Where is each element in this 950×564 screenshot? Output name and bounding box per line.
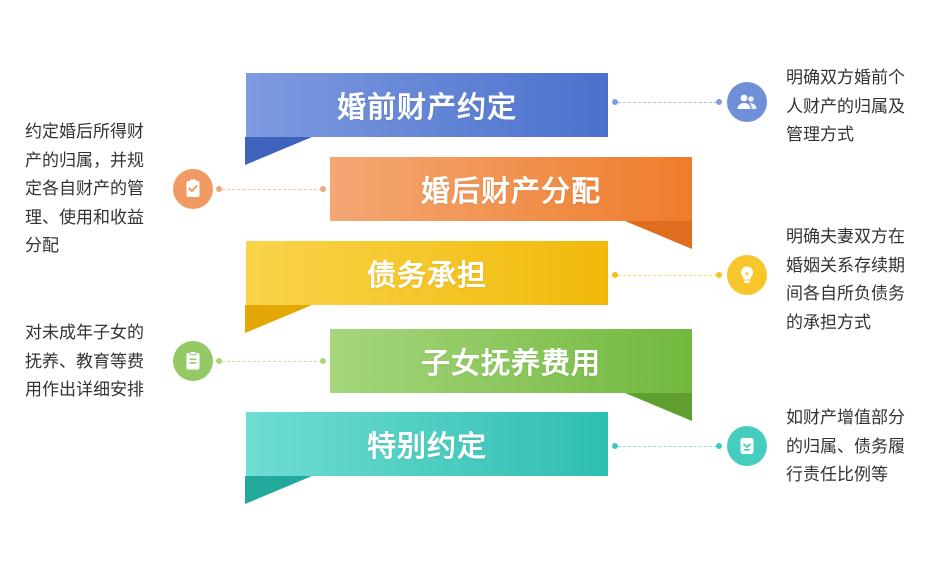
description-line: 的归属、债务履: [786, 436, 905, 457]
connector-dot: [716, 443, 722, 449]
connector-line: [618, 446, 722, 447]
description-line: 管理方式: [786, 125, 854, 145]
connector-dot: [612, 99, 618, 105]
description-line: 婚姻关系存续期: [786, 255, 905, 276]
connector-dot: [320, 358, 326, 364]
description-postnuptial: 约定婚后所得财 产的归属，并规 定各自财产的管 理、使用和收益 分配: [25, 118, 144, 261]
description-line: 用作出详细安排: [25, 380, 144, 400]
band-fold: [245, 305, 312, 333]
description-line: 理、使用和收益: [25, 207, 144, 228]
lightbulb-icon: [727, 255, 767, 295]
description-line: 如财产增值部分: [786, 408, 905, 428]
description-line: 人财产的归属及: [786, 96, 905, 117]
description-line: 的承担方式: [786, 312, 871, 333]
band-fold: [245, 476, 312, 504]
band-postnuptial-property: 婚后财产分配: [330, 157, 692, 221]
band-title: 特别约定: [366, 429, 487, 463]
description-line: 抚养、教育等费: [25, 351, 144, 372]
band-fold: [625, 393, 692, 421]
document-check-icon: [173, 169, 213, 209]
description-line: 明确夫妻双方在: [786, 227, 905, 247]
description-line: 定各自财产的管: [25, 179, 144, 199]
connector-dot: [320, 186, 326, 192]
description-child-support: 对未成年子女的 抚养、教育等费 用作出详细安排: [25, 319, 144, 405]
users-icon: [727, 82, 767, 122]
band-title: 子女抚养费用: [420, 346, 601, 380]
description-line: 对未成年子女的: [25, 323, 144, 343]
band-debt-bearing: 债务承担: [246, 241, 608, 305]
description-debt: 明确夫妻双方在 婚姻关系存续期 间各自所负债务 的承担方式: [786, 223, 905, 337]
badge-icon: [727, 426, 767, 466]
band-title: 婚前财产约定: [336, 90, 517, 124]
description-line: 产的归属，并规: [25, 150, 144, 171]
connector-dot: [216, 358, 222, 364]
description-prenuptial: 明确双方婚前个 人财产的归属及 管理方式: [786, 64, 905, 150]
band-prenuptial-property: 婚前财产约定: [246, 73, 608, 137]
connector-dot: [612, 272, 618, 278]
description-special: 如财产增值部分 的归属、债务履 行责任比例等: [786, 404, 905, 490]
band-title: 婚后财产分配: [420, 174, 601, 208]
connector-dot: [716, 272, 722, 278]
description-line: 行责任比例等: [786, 465, 888, 485]
band-fold: [245, 137, 312, 165]
description-line: 明确双方婚前个: [786, 68, 905, 88]
connector-line: [222, 361, 322, 362]
description-line: 间各自所负债务: [786, 284, 905, 304]
band-fold: [625, 221, 692, 249]
connector-line: [222, 189, 322, 190]
band-special-agreement: 特别约定: [246, 412, 608, 476]
connector-line: [618, 275, 722, 276]
description-line: 约定婚后所得财: [25, 122, 144, 142]
connector-dot: [612, 443, 618, 449]
band-title: 债务承担: [366, 258, 487, 292]
connector-dot: [716, 99, 722, 105]
band-child-support: 子女抚养费用: [330, 329, 692, 393]
description-line: 分配: [25, 236, 59, 256]
connector-line: [618, 102, 722, 103]
connector-dot: [216, 186, 222, 192]
clipboard-icon: [173, 341, 213, 381]
